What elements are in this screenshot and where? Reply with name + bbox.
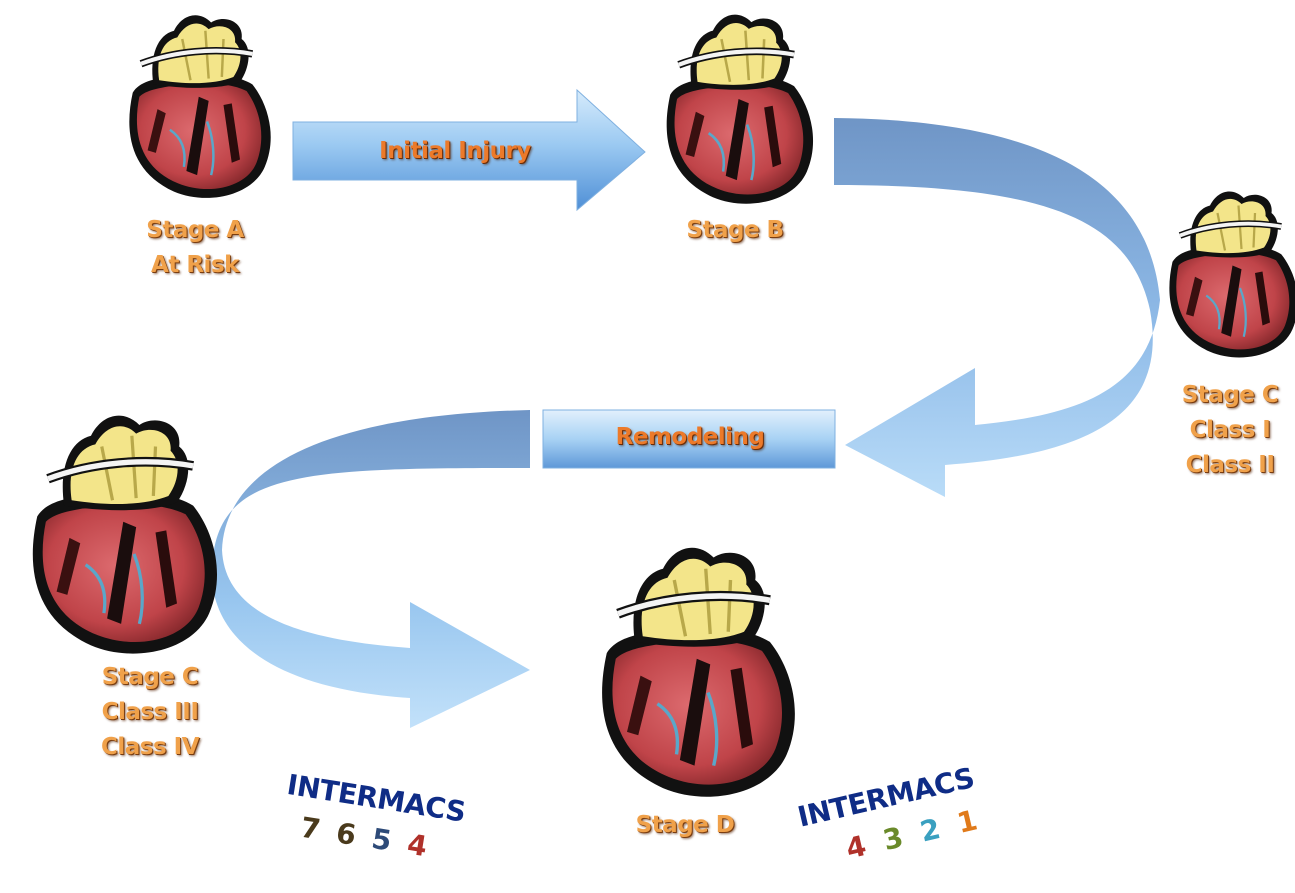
curved-arrow-b-to-c	[834, 118, 1160, 497]
stage-d-line-1: Stage D	[605, 808, 765, 843]
stage-c-late-label: Stage C Class III Class IV	[70, 660, 230, 765]
heart-stage-a-icon	[129, 15, 270, 198]
heart-stage-c-late-icon	[33, 416, 217, 654]
stage-c-early-line-3: Class II	[1170, 448, 1290, 483]
heart-stage-c-early-icon	[1169, 191, 1295, 357]
stage-c-early-label: Stage C Class I Class II	[1170, 378, 1290, 483]
intermacs-left-num-4: 4	[405, 828, 429, 864]
stage-a-label: Stage A At Risk	[115, 213, 275, 283]
heart-stage-d-icon	[602, 548, 795, 797]
curved-arrow-c-to-d	[212, 410, 530, 728]
intermacs-left-num-1: 7	[298, 811, 322, 847]
remodeling-label: Remodeling	[560, 424, 820, 450]
stage-c-late-line-3: Class IV	[70, 730, 230, 765]
stage-b-line-1: Stage B	[655, 213, 815, 248]
intermacs-left-num-3: 5	[369, 822, 393, 858]
intermacs-left-num-2: 6	[334, 816, 358, 852]
heart-stage-b-icon	[667, 15, 813, 204]
stage-a-line-2: At Risk	[115, 248, 275, 283]
stage-c-early-line-1: Stage C	[1170, 378, 1290, 413]
initial-injury-label: Initial Injury	[330, 138, 580, 164]
stage-d-label: Stage D	[605, 808, 765, 843]
stage-b-label: Stage B	[655, 213, 815, 248]
stage-c-early-line-2: Class I	[1170, 413, 1290, 448]
stage-a-line-1: Stage A	[115, 213, 275, 248]
stage-c-late-line-1: Stage C	[70, 660, 230, 695]
stage-c-late-line-2: Class III	[70, 695, 230, 730]
